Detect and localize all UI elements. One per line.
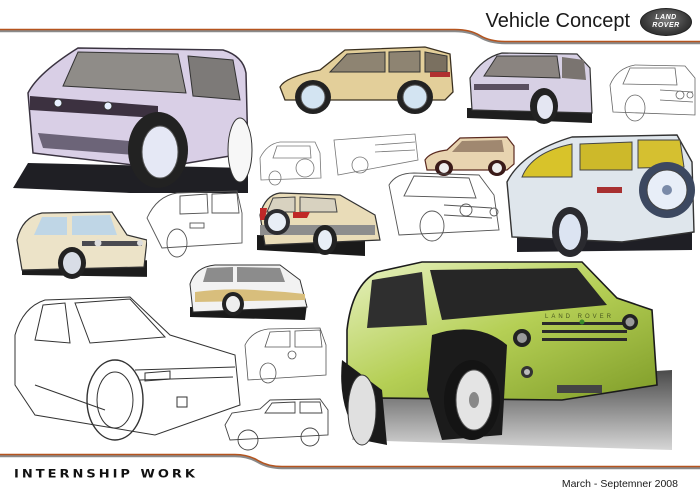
sketch-front-line-large	[5, 285, 245, 450]
logo-line-1: LAND	[655, 14, 677, 21]
sketch-hero-front-lavender	[8, 38, 253, 193]
sketch-front-three-quarter-lavender	[462, 48, 597, 126]
sketch-front-three-quarter-line	[605, 60, 697, 125]
sketch-rear-three-quarter-red	[255, 190, 385, 260]
sketch-side-line-small	[220, 395, 332, 453]
sketch-rear-line-small-2	[330, 130, 420, 180]
internship-work-label: INTERNSHIP WORK	[14, 468, 198, 481]
sketch-front-three-quarter-cream	[12, 205, 147, 280]
sketch-side-small-gold	[422, 132, 517, 177]
page-title: Vehicle Concept	[485, 10, 630, 32]
sketch-rear-three-quarter-gold-band	[185, 262, 310, 324]
sketch-rear-three-quarter-yellow-glass	[502, 132, 697, 262]
sketch-rear-line-small-1	[255, 138, 325, 186]
badge-land-rover: LAND ROVER	[545, 314, 614, 320]
sketch-rear-line-medium	[142, 188, 247, 260]
land-rover-logo: LAND ROVER	[640, 8, 692, 36]
date-range: March - Septemner 2008	[561, 478, 678, 490]
logo-line-2: ROVER	[652, 22, 680, 29]
sketch-front-line-medium	[384, 170, 504, 245]
sketch-side-profile-gold	[275, 42, 455, 117]
sketch-hero-front-green: LAND ROVER	[332, 250, 672, 455]
sketch-rear-line-small-3	[240, 325, 330, 385]
